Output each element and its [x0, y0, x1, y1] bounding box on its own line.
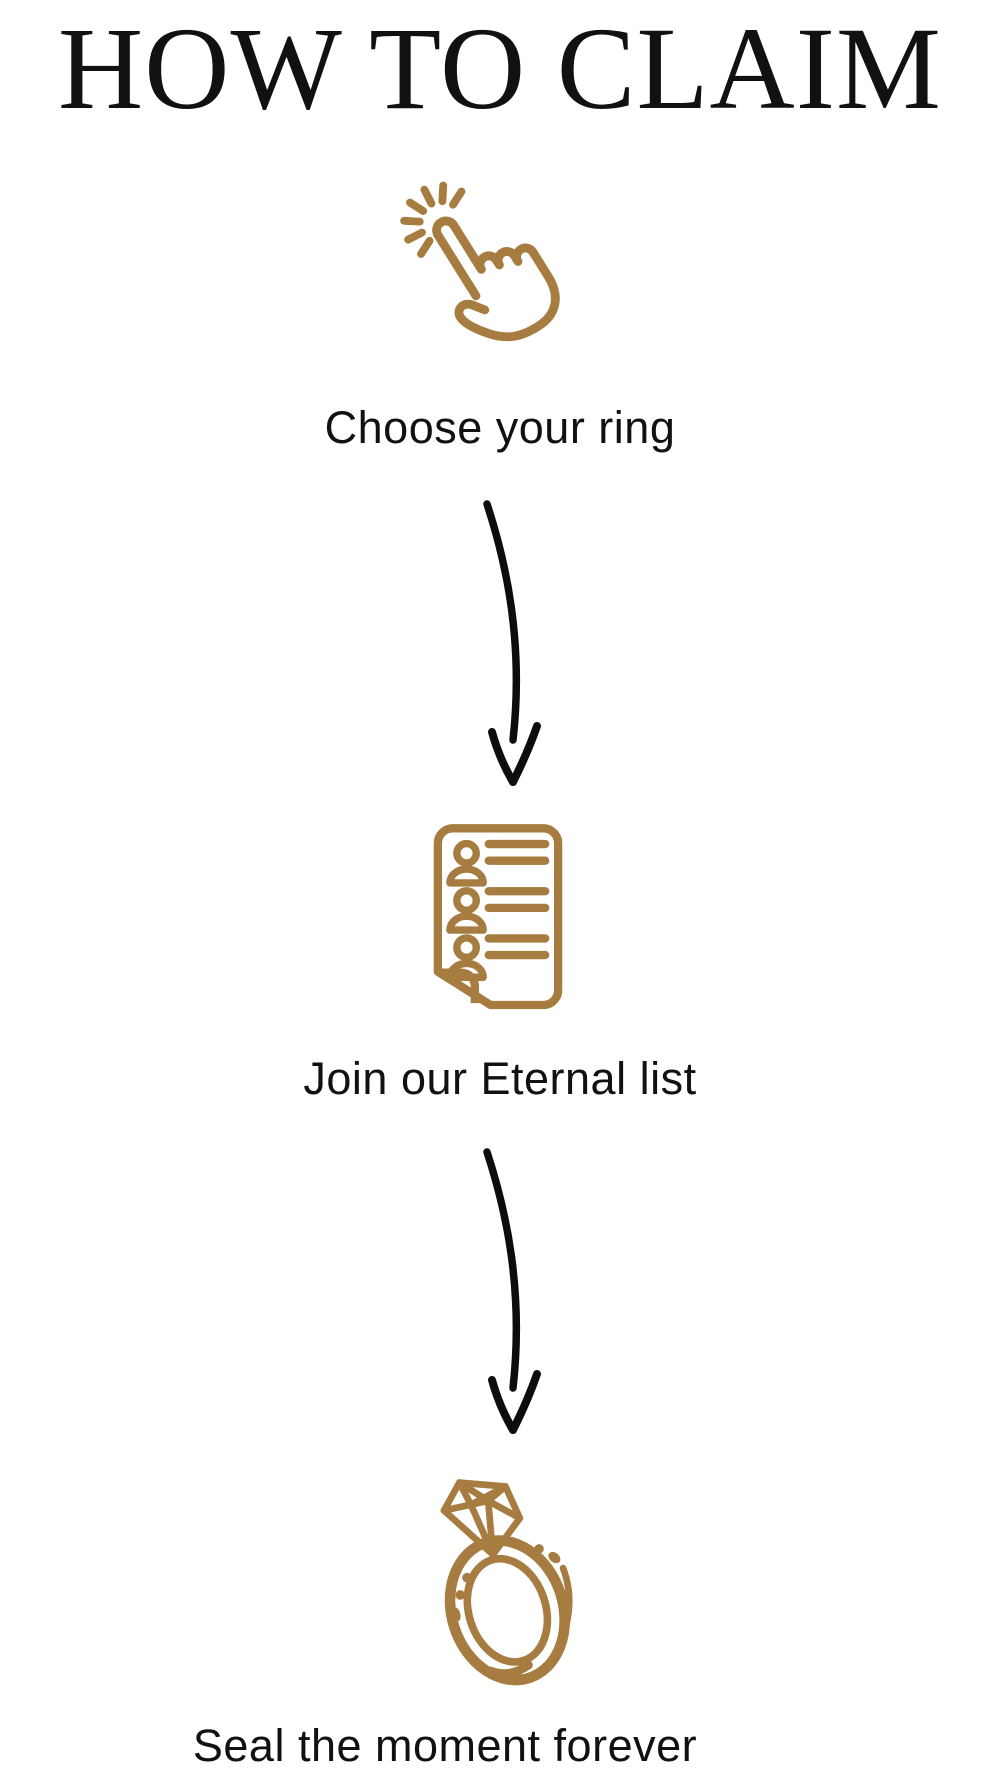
- band-dots: [450, 1541, 561, 1622]
- page-title: HOW TO CLAIM: [58, 3, 942, 134]
- tap-burst-rays: [400, 181, 466, 258]
- person-icon: [446, 912, 487, 934]
- band-dash: [485, 1660, 533, 1678]
- list-lines: [484, 839, 550, 865]
- person-icon: [446, 959, 487, 981]
- person-icon: [453, 887, 480, 914]
- step-1-label: Choose your ring: [324, 402, 676, 453]
- arrow-shaft: [483, 500, 521, 744]
- arrowhead-right: [509, 722, 541, 786]
- person-icon: [446, 865, 487, 887]
- tap-hand-icon: [400, 181, 560, 342]
- hand-outline: [432, 216, 560, 342]
- document-outline: [433, 824, 563, 1010]
- person-icon: [453, 839, 480, 867]
- diamond-ring-icon: [440, 1479, 573, 1686]
- step-3-label: Seal the moment forever: [192, 1720, 698, 1771]
- step-2-label: Join our Eternal list: [303, 1053, 697, 1104]
- curved-arrow-down-icon: [483, 1148, 541, 1434]
- band-highlight: [555, 1564, 573, 1649]
- signup-list-icon: [433, 824, 563, 1010]
- arrow-shaft: [483, 1148, 521, 1392]
- diamond: [440, 1479, 524, 1558]
- person-icon: [453, 934, 480, 962]
- list-lines: [484, 887, 550, 913]
- list-lines: [484, 934, 550, 960]
- curved-arrow-down-icon: [483, 500, 541, 786]
- arrowhead-right: [509, 1370, 541, 1434]
